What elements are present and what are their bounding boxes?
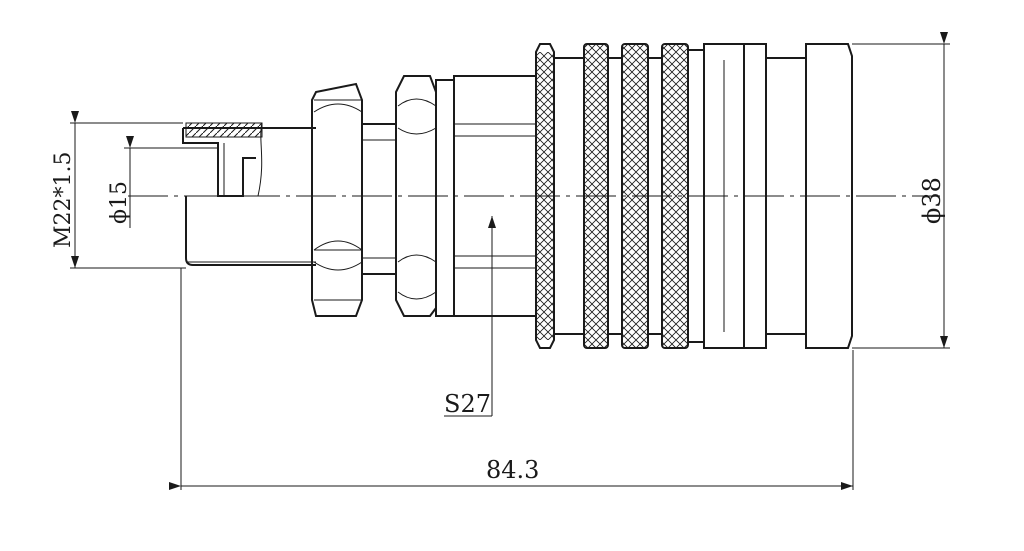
threaded-end [182, 122, 316, 266]
hex-nut-1 [311, 82, 363, 317]
dim-hex: S27 [444, 216, 496, 418]
dim-hex-label: S27 [444, 390, 491, 418]
dim-bore-label: ϕ15 [107, 181, 132, 224]
dim-thread-label: M22*1.5 [51, 151, 76, 248]
dim-outer-diameter-label: ϕ38 [918, 177, 946, 224]
dim-length: 84.3 [169, 268, 854, 490]
dim-length-label: 84.3 [486, 456, 539, 484]
dim-thread: M22*1.5 [51, 111, 186, 269]
dim-outer-diameter: ϕ38 [852, 32, 950, 349]
spacer-collar [361, 123, 397, 275]
hex-nut-2 [395, 75, 437, 317]
dim-bore: ϕ15 [107, 136, 218, 228]
